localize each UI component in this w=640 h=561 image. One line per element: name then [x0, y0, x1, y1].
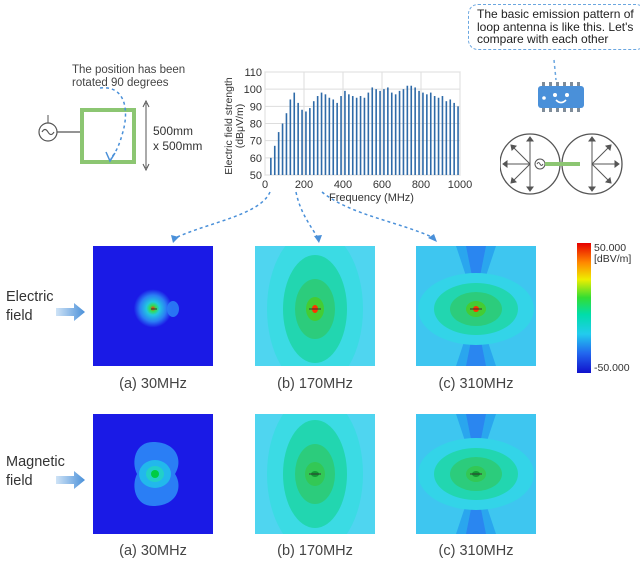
spectrum-bar	[445, 101, 448, 175]
colorbar-unit-label: [dBV/m]	[594, 253, 632, 265]
speech-text: The basic emission pattern of loop anten…	[477, 7, 634, 46]
x-tick-label: 600	[373, 179, 391, 191]
spectrum-bar	[285, 113, 288, 175]
spectrum-bar	[375, 89, 377, 175]
spectrum-bar	[367, 92, 370, 175]
dimension-line-1: 500mm	[153, 124, 194, 138]
spectrum-bar	[429, 92, 432, 175]
spectrum-bar	[277, 132, 280, 175]
spectrum-bar	[297, 102, 299, 175]
spectrum-bar	[359, 96, 362, 175]
spectrum-bar	[355, 97, 358, 175]
spectrum-bar	[418, 90, 420, 175]
spectrum-bar	[363, 97, 366, 175]
arrow-right-icon	[56, 303, 85, 321]
y-tick-label: 80	[250, 119, 262, 131]
loop-antenna-diagram: The position has been rotated 90 degrees…	[0, 0, 260, 200]
loop-antenna-icon	[80, 108, 136, 164]
spectrum-bar	[293, 92, 296, 175]
speech-bubble: The basic emission pattern of loop anten…	[468, 4, 640, 50]
spectrum-bar	[312, 101, 315, 175]
spectrum-bar	[348, 94, 350, 175]
spectrum-bar	[316, 96, 319, 175]
spectrum-bar	[336, 102, 338, 175]
pointer-arrow-30mhz	[174, 191, 271, 239]
y-tick-label: 100	[244, 84, 262, 96]
caption-electric-30mhz: (a) 30MHz	[119, 376, 187, 392]
spectrum-bar	[394, 94, 397, 175]
loop-antenna-drawing	[38, 87, 150, 172]
dimension-line-2: x 500mm	[153, 139, 203, 153]
spectrum-bar	[437, 97, 440, 175]
spectrum-bar	[328, 97, 331, 175]
x-tick-label: 0	[262, 179, 268, 191]
rotation-note: The position has been rotated 90 degrees	[72, 64, 186, 89]
pointer-arrow-310mhz	[321, 191, 435, 239]
spectrum-bar	[340, 96, 342, 175]
spectrum-bar	[426, 94, 428, 175]
spectrum-chart-svg: 50 60 70 80 90 100 110 0 200 400 600 800 1000	[244, 67, 473, 191]
character-and-pattern	[500, 59, 623, 195]
spectrum-bar	[406, 85, 409, 175]
spectrum-bar	[301, 109, 303, 175]
spectrum-bar	[453, 102, 455, 175]
chip-character-icon	[538, 82, 584, 112]
spectrum-bar	[422, 92, 424, 175]
spectrum-bar	[270, 157, 272, 175]
spectrum-bar	[387, 87, 389, 175]
y-tick-label: 70	[250, 136, 262, 148]
electric-field-map-30mhz	[93, 246, 213, 366]
caption-electric-170mhz: (b) 170MHz	[277, 376, 353, 392]
caption-magnetic-170mhz: (b) 170MHz	[277, 543, 353, 559]
spectrum-bar	[410, 85, 413, 175]
spectrum-bar	[433, 96, 436, 175]
spectrum-bar	[309, 108, 311, 175]
colorbar-min-label: -50.000	[594, 362, 630, 374]
x-tick-label: 200	[295, 179, 313, 191]
colorbar-max-label: 50.000	[594, 242, 627, 254]
y-tick-label: 110	[244, 67, 262, 79]
spectrum-bar	[441, 96, 444, 175]
spectrum-bar	[320, 92, 323, 175]
spectrum-bar	[449, 99, 452, 175]
caption-electric-310mhz: (c) 310MHz	[438, 376, 514, 392]
magnetic-field-map-170mhz	[255, 414, 375, 534]
x-tick-label: 400	[334, 179, 352, 191]
spectrum-bar	[305, 111, 307, 175]
arrow-right-icon	[56, 471, 85, 489]
pointer-arrows	[171, 191, 437, 243]
spectrum-bar	[414, 87, 416, 175]
pointer-arrow-170mhz	[295, 191, 319, 239]
spectrum-bar	[281, 123, 284, 175]
electric-field-map-170mhz	[255, 246, 375, 366]
colorbar	[577, 243, 591, 373]
spectrum-bar	[398, 90, 401, 175]
x-tick-label: 1000	[448, 179, 472, 191]
y-tick-label: 50	[250, 170, 262, 182]
magnetic-field-map-30mhz	[93, 414, 213, 534]
caption-magnetic-30mhz: (a) 30MHz	[119, 543, 187, 559]
spectrum-bar	[402, 89, 405, 175]
spectrum-bar	[351, 96, 354, 175]
x-tick-label: 800	[412, 179, 430, 191]
spectrum-bar	[383, 89, 385, 175]
spectrum-bar	[273, 145, 276, 175]
spectrum-bar	[332, 99, 335, 175]
spectrum-bar	[289, 99, 292, 175]
spectrum-bar	[344, 90, 346, 175]
x-axis-label: Frequency (MHz)	[329, 192, 414, 204]
spectrum-bar	[457, 106, 459, 175]
spectrum-bar	[379, 90, 381, 175]
spectrum-bar	[371, 87, 374, 175]
spectrum-bar	[390, 92, 393, 175]
y-tick-label: 90	[250, 101, 262, 113]
electric-field-map-310mhz	[416, 246, 536, 366]
spectrum-bar	[324, 94, 327, 175]
magnetic-field-map-310mhz	[416, 414, 536, 534]
spectrum-chart: 50 60 70 80 90 100 110 0 200 400 600 800 1000 Freque…	[215, 60, 475, 210]
y-tick-label: 60	[250, 153, 262, 165]
caption-magnetic-310mhz: (c) 310MHz	[438, 543, 514, 559]
